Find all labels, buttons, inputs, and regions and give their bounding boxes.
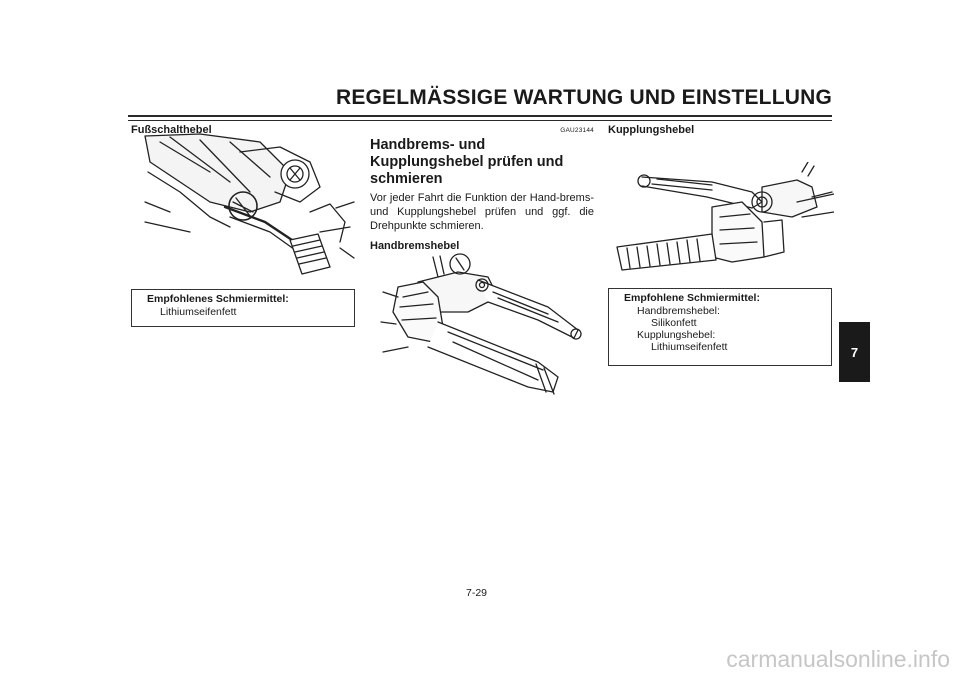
section-title-line-1: Handbrems- und xyxy=(370,137,486,153)
brake-lever-illustration xyxy=(380,253,582,395)
section-title-line-3: schmieren xyxy=(370,171,443,187)
chapter-tab-number: 7 xyxy=(850,344,859,360)
lubricant-value: Lithiumseifenfett xyxy=(160,306,237,318)
lubricant-box-levers: Empfohlene Schmiermittel: Handbremshebel… xyxy=(608,288,832,366)
column-clutch-lever: Kupplungshebel xyxy=(608,124,832,136)
clutch-lever-heading: Kupplungshebel xyxy=(608,124,695,136)
section-title-line-2: Kupplungshebel prüfen und xyxy=(370,154,564,170)
watermark: carmanualsonline.info xyxy=(726,646,950,672)
column-brake-clutch-levers: GAU23144 Handbrems- und Kupplungshebel p… xyxy=(370,124,594,252)
lubricants-box-title: Empfohlene Schmiermittel: xyxy=(624,292,760,304)
brake-lever-lubricant: Silikonfett xyxy=(651,317,697,329)
column-shift-lever: Fußschalthebel xyxy=(131,124,355,136)
clutch-lever-lubricant: Lithiumseifenfett xyxy=(651,341,728,353)
lubricant-box-title: Empfohlenes Schmiermittel: xyxy=(147,293,289,305)
clutch-lever-label: Kupplungshebel: xyxy=(637,329,716,341)
shift-lever-heading: Fußschalthebel xyxy=(131,124,212,136)
brake-lever-subheading: Handbremshebel xyxy=(370,240,460,252)
brake-lever-label: Handbremshebel: xyxy=(637,305,720,317)
section-paragraph: Vor jeder Fahrt die Funktion der Hand-br… xyxy=(370,192,594,232)
page-number: 7-29 xyxy=(466,587,488,599)
header-rule-thin xyxy=(128,120,832,121)
lubricant-box-shift-lever: Empfohlenes Schmiermittel: Lithiumseifen… xyxy=(131,289,355,327)
shift-lever-illustration xyxy=(144,133,355,275)
page-title: REGELMÄSSIGE WARTUNG UND EINSTELLUNG xyxy=(335,86,832,109)
header-rule-thick xyxy=(128,115,832,117)
section-title: Handbrems- und Kupplungshebel prüfen und… xyxy=(370,137,594,188)
section-code: GAU23144 xyxy=(560,127,594,134)
chapter-tab[interactable]: 7 xyxy=(839,322,870,382)
clutch-lever-illustration xyxy=(616,162,834,271)
